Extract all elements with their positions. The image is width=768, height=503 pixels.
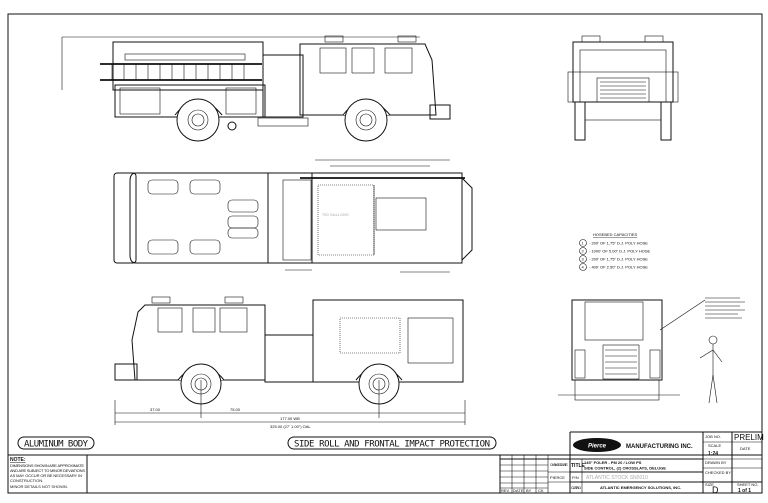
hosebed-title: HOSEBED CAPACITIES bbox=[593, 232, 637, 237]
customer-name: ATLANTIC EMERGENCY SOLUTIONS, INC. bbox=[600, 485, 681, 490]
rev-header: REV bbox=[501, 488, 510, 493]
scale-value: 1:24 bbox=[708, 451, 718, 457]
top-view: 750 GALLONS bbox=[113, 159, 473, 273]
hosebed-item: 4 - 400' OF 2.50" D.J. POLY HOSE bbox=[579, 263, 648, 271]
sheet-number: 1 of 1 bbox=[738, 488, 751, 494]
svg-text:AS MAY OCCUR OR BE NECESSARY I: AS MAY OCCUR OR BE NECESSARY IN bbox=[10, 473, 82, 478]
side-view-top bbox=[61, 35, 451, 142]
svg-text:JOB NO.: JOB NO. bbox=[705, 434, 721, 439]
front-view bbox=[558, 297, 745, 401]
pierce-logo bbox=[573, 438, 621, 452]
size-value: D bbox=[712, 485, 719, 495]
svg-text:4: 4 bbox=[582, 265, 585, 270]
human-figure bbox=[699, 335, 723, 404]
svg-text:CHECKED BY: CHECKED BY bbox=[705, 470, 731, 475]
svg-text:NOTE:: NOTE: bbox=[10, 457, 26, 463]
svg-text:AND ARE SUBJECT TO MINOR DEVIA: AND ARE SUBJECT TO MINOR DEVIATIONS bbox=[10, 468, 85, 473]
svg-text:- 200' OF 1.75" D.J. POLY HOSE: - 200' OF 1.75" D.J. POLY HOSE bbox=[589, 257, 648, 262]
svg-text:3: 3 bbox=[582, 257, 585, 262]
dim-front-overhang: 37.00 bbox=[150, 407, 161, 412]
svg-text:- 1000' OF 5.00" D.J. POLY HOS: - 1000' OF 5.00" D.J. POLY HOSE bbox=[589, 249, 651, 254]
aluminum-body-label: ALUMINUM BODY bbox=[17, 436, 95, 450]
hosebed-legend: HOSEBED CAPACITIES 1 - 200' OF 1.75" D.J… bbox=[579, 232, 651, 271]
svg-text:DATE: DATE bbox=[740, 446, 751, 451]
rev-header: DATE bbox=[513, 488, 524, 493]
dim-wheelbase: 177.00 WB bbox=[280, 416, 300, 421]
svg-text:- 200' OF 1.75" D.J. POLY HOSE: - 200' OF 1.75" D.J. POLY HOSE bbox=[589, 241, 648, 246]
svg-text:CONSTRUCTION.: CONSTRUCTION. bbox=[10, 478, 43, 483]
job-number: PRELIM bbox=[734, 433, 764, 442]
hosebed-item: 1 - 200' OF 1.75" D.J. POLY HOSE bbox=[579, 239, 648, 247]
side-view-bottom: 37.00 75.00 177.00 WB 325.00 (27' 1.00")… bbox=[114, 296, 466, 429]
drawing-title: 145" FOLER - PM 20 / LOW PS bbox=[584, 460, 642, 465]
part-number: ATLANTIC STOCK SN0010 bbox=[586, 475, 648, 481]
svg-text:SIZE: SIZE bbox=[705, 482, 714, 487]
svg-text:ALUMINUM BODY: ALUMINUM BODY bbox=[24, 440, 89, 450]
tank-label: 750 GALLONS bbox=[322, 212, 349, 217]
svg-text:SIDE ROLL AND FRONTAL IMPACT P: SIDE ROLL AND FRONTAL IMPACT PROTECTION bbox=[294, 440, 490, 450]
protection-label: SIDE ROLL AND FRONTAL IMPACT PROTECTION bbox=[287, 436, 497, 450]
svg-text:CHANGED DATE: CHANGED DATE bbox=[550, 462, 568, 467]
rev-header: CK bbox=[538, 488, 544, 493]
svg-text:- 400' OF 2.50" D.J. POLY HOSE: - 400' OF 2.50" D.J. POLY HOSE bbox=[589, 265, 648, 270]
svg-text:1: 1 bbox=[582, 241, 585, 246]
svg-text:CUST NO.: CUST NO. bbox=[571, 485, 581, 490]
rear-view bbox=[567, 35, 679, 141]
svg-text:Pierce: Pierce bbox=[588, 444, 607, 450]
svg-text:2: 2 bbox=[582, 249, 585, 254]
svg-text:MINOR DETAILS NOT SHOWN.: MINOR DETAILS NOT SHOWN. bbox=[10, 484, 68, 489]
dim-overall-length: 325.00 (27' 1.00") OAL bbox=[270, 424, 311, 429]
company-name: MANUFACTURING INC. bbox=[626, 444, 693, 450]
dim-cab: 75.00 bbox=[230, 407, 241, 412]
drawing-subtitle: SIDE CONTROL, (2) CROSSLAYS, DELUGE bbox=[584, 466, 666, 471]
title-block: REV DATE BY CK CHANGED DATE PIERCE Pierc… bbox=[499, 431, 764, 495]
hosebed-item: 2 - 1000' OF 5.00" D.J. POLY HOSE bbox=[579, 247, 651, 255]
svg-text:SHEET NO.: SHEET NO. bbox=[737, 482, 759, 487]
svg-text:SCALE: SCALE bbox=[708, 443, 721, 448]
svg-text:P/N: P/N bbox=[572, 475, 579, 480]
drawing-border bbox=[7, 13, 763, 494]
svg-text:TITLE: TITLE bbox=[571, 463, 586, 469]
svg-text:DIMENSIONS SHOWN ARE APPROXIMA: DIMENSIONS SHOWN ARE APPROXIMATE bbox=[10, 463, 84, 468]
svg-text:PIERCE: PIERCE bbox=[550, 475, 565, 480]
hosebed-item: 3 - 200' OF 1.75" D.J. POLY HOSE bbox=[579, 255, 648, 263]
rev-header: BY bbox=[526, 488, 532, 493]
svg-text:DRAWN BY: DRAWN BY bbox=[705, 460, 727, 465]
notes-box: NOTE: DIMENSIONS SHOWN ARE APPROXIMATE A… bbox=[8, 454, 762, 493]
